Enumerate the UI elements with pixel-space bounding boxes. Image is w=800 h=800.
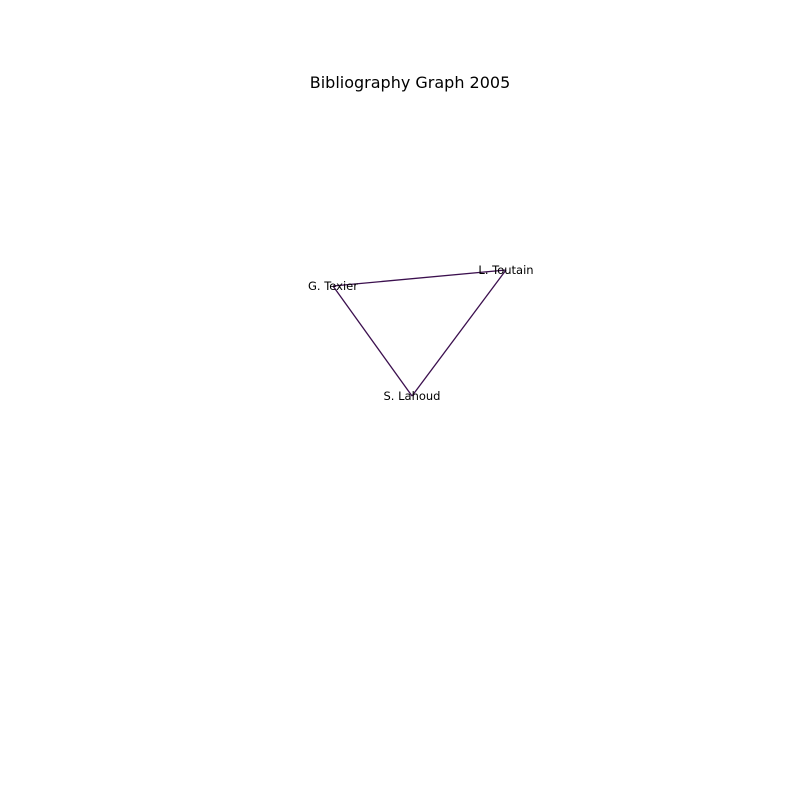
edge-toutain-lahoud <box>411 269 507 397</box>
edges-layer <box>332 269 507 397</box>
node-label-texier: G. Texier <box>308 279 358 293</box>
node-label-lahoud: S. Lahoud <box>384 389 441 403</box>
labels-layer: G. Texier L. Toutain S. Lahoud <box>308 263 534 403</box>
edge-lahoud-texier <box>332 285 413 397</box>
node-label-toutain: L. Toutain <box>478 263 533 277</box>
edge-texier-toutain <box>332 269 507 287</box>
graph-title: Bibliography Graph 2005 <box>310 73 511 92</box>
